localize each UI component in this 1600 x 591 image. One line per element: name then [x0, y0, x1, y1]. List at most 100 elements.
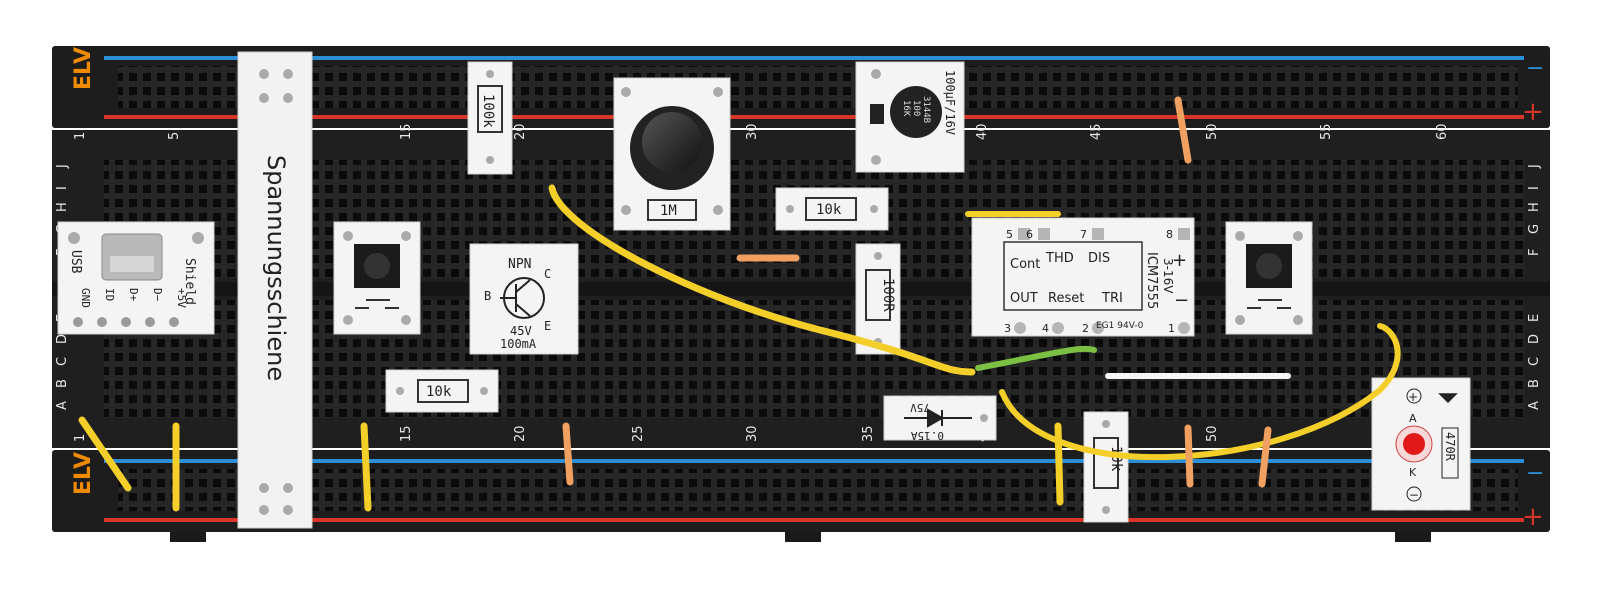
- column-number-bottom: 20: [513, 425, 528, 442]
- column-number-top: 15: [399, 123, 414, 140]
- column-number-top: 30: [745, 123, 760, 140]
- capacitor-module: 3144B 100 16K 100µF/16V: [855, 61, 965, 173]
- row-letter: G: [1527, 224, 1542, 234]
- usb-pin-hole: [145, 317, 155, 327]
- ic-pin-pad: [1178, 322, 1190, 334]
- row-letter: C: [55, 357, 70, 366]
- capacitor-body-line1: 3144B: [921, 96, 931, 123]
- row-letter: A: [1527, 401, 1542, 410]
- ic-signal-dis: DIS: [1088, 251, 1110, 266]
- transistor-b: B: [484, 289, 491, 303]
- ic-pin-number: 6: [1026, 228, 1033, 241]
- resistor-10k-bottom: 10k: [385, 369, 499, 413]
- ic-pin-number: 4: [1042, 322, 1049, 335]
- row-letter: F: [1527, 249, 1542, 256]
- top-power-rail: ELV − +: [52, 46, 1550, 128]
- top-rail-plus: +: [1522, 97, 1544, 127]
- ic-pin-pad: [1018, 228, 1030, 240]
- ic-pin-number: 2: [1082, 322, 1089, 335]
- power-rail-label: Spannungsschiene: [262, 155, 290, 381]
- transistor-rating-current: 100mA: [500, 337, 537, 351]
- ic-signal-tri: TRI: [1101, 291, 1123, 306]
- row-letter: E: [1527, 314, 1542, 322]
- capacitor-label: 100µF/16V: [943, 70, 957, 135]
- usb-pin-label: +5V: [175, 288, 188, 308]
- column-number-top: 60: [1435, 123, 1450, 140]
- column-number-bottom: 1: [73, 434, 88, 442]
- ic-pin-pad: [1014, 322, 1026, 334]
- ic-pin-number: 1: [1168, 322, 1175, 335]
- potentiometer-label: 1M: [660, 203, 677, 219]
- diode-voltage: 75V: [910, 401, 930, 414]
- ic-pin-pad: [1052, 322, 1064, 334]
- usb-pin-label: D−: [151, 288, 164, 302]
- capacitor-body-line2: 100: [911, 100, 921, 116]
- diode-current: 0.15A: [911, 429, 944, 442]
- row-letter: I: [55, 186, 70, 190]
- wires: [78, 96, 1401, 512]
- capacitor-body-line3: 16K: [901, 100, 911, 117]
- power-rail-bar: Spannungsschiene: [237, 51, 313, 529]
- column-number-bottom: 25: [631, 425, 646, 442]
- potentiometer-module: 1M: [613, 77, 731, 231]
- row-letter: D: [55, 334, 70, 344]
- bottom-rail-minus: −: [1526, 461, 1544, 486]
- column-number-top: 1: [73, 132, 88, 140]
- column-number-top: 5: [167, 132, 182, 140]
- ic-pin-pad: [1092, 322, 1104, 334]
- push-button-left: [333, 221, 421, 335]
- led-anode-label: A: [1409, 412, 1417, 425]
- usb-pin-label: D+: [127, 288, 140, 302]
- transistor-type: NPN: [508, 257, 531, 272]
- led-module: + − A K 470R: [1371, 377, 1471, 511]
- diode-module: 75V 0.15A: [883, 395, 997, 442]
- ic-signal-out: OUT: [1010, 291, 1038, 306]
- usb-label: USB: [68, 250, 83, 274]
- row-letter: I: [1527, 186, 1542, 190]
- usb-pin-hole: [97, 317, 107, 327]
- row-letter: B: [1527, 379, 1542, 388]
- usb-pin-hole: [73, 317, 83, 327]
- column-number-top: 50: [1205, 123, 1220, 140]
- usb-pin-hole: [121, 317, 131, 327]
- usb-pin-label: ID: [103, 288, 116, 301]
- column-number-top: 40: [975, 123, 990, 140]
- row-letter: C: [1527, 357, 1542, 366]
- column-number-bottom: 35: [861, 425, 876, 442]
- bottom-power-rail: ELV − +: [52, 450, 1550, 542]
- led-cathode-label: K: [1409, 466, 1417, 479]
- column-number-bottom: 50: [1205, 425, 1220, 442]
- ic-signal-thd: THD: [1045, 251, 1074, 266]
- row-letter: H: [55, 202, 70, 212]
- led-plus: +: [1408, 390, 1418, 404]
- column-number-top: 55: [1319, 123, 1334, 140]
- ic-pin-pad: [1038, 228, 1050, 240]
- ic-pin-number: 8: [1166, 228, 1173, 241]
- transistor-c: C: [544, 267, 551, 281]
- resistor-10k-vertical-label: 10k: [1108, 446, 1124, 472]
- ic-pin-pad: [1178, 228, 1190, 240]
- row-letter: J: [1527, 164, 1542, 169]
- ic-pin-number: 5: [1006, 228, 1013, 241]
- ic-signal-reset: Reset: [1048, 291, 1084, 306]
- push-button-right: [1225, 221, 1313, 335]
- ic-marking: EG1 94V-0: [1096, 321, 1144, 331]
- resistor-100r-label: 100R: [880, 278, 896, 312]
- resistor-10k-top: 10k: [775, 187, 889, 231]
- brand-logo-top: ELV: [71, 47, 96, 90]
- row-letter: D: [1527, 334, 1542, 344]
- brand-logo-bottom: ELV: [71, 452, 96, 495]
- ic-signal-cont: Cont: [1010, 257, 1040, 272]
- column-number-top: 45: [1089, 123, 1104, 140]
- bottom-rail-plus: +: [1522, 502, 1544, 532]
- resistor-470r-label: 470R: [1443, 432, 1457, 462]
- ic-pin-number: 3: [1004, 322, 1011, 335]
- row-letter: H: [1527, 202, 1542, 212]
- transistor-e: E: [544, 319, 551, 333]
- resistor-10k-vertical: 10k: [1083, 411, 1129, 523]
